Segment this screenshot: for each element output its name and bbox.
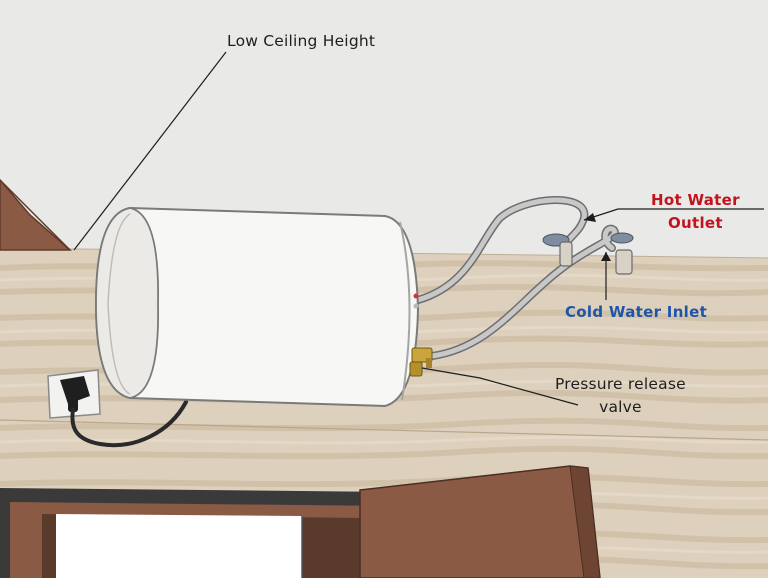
label-ceiling-height: Low Ceiling Height <box>227 32 376 50</box>
ceiling-beam <box>0 178 72 251</box>
label-hot-line1: Hot Water <box>651 191 740 209</box>
label-valve-line1: Pressure release <box>555 375 686 393</box>
water-heater-tank <box>94 206 420 408</box>
label-pressure-release-valve: Pressure release valve <box>555 373 686 419</box>
label-hot-line2: Outlet <box>667 214 723 232</box>
wall-valves <box>542 232 634 275</box>
door-frame <box>0 465 601 578</box>
hoses <box>414 196 619 360</box>
pressure-release-valve <box>409 347 433 377</box>
label-hot-water-outlet: Hot Water Outlet <box>651 189 740 235</box>
hot-outlet-arrowhead <box>584 213 596 222</box>
label-valve-line2: valve <box>599 398 642 416</box>
cold-inlet-arrowhead <box>601 252 611 261</box>
label-cold-water-inlet: Cold Water Inlet <box>565 303 708 321</box>
wall-socket <box>47 369 188 448</box>
